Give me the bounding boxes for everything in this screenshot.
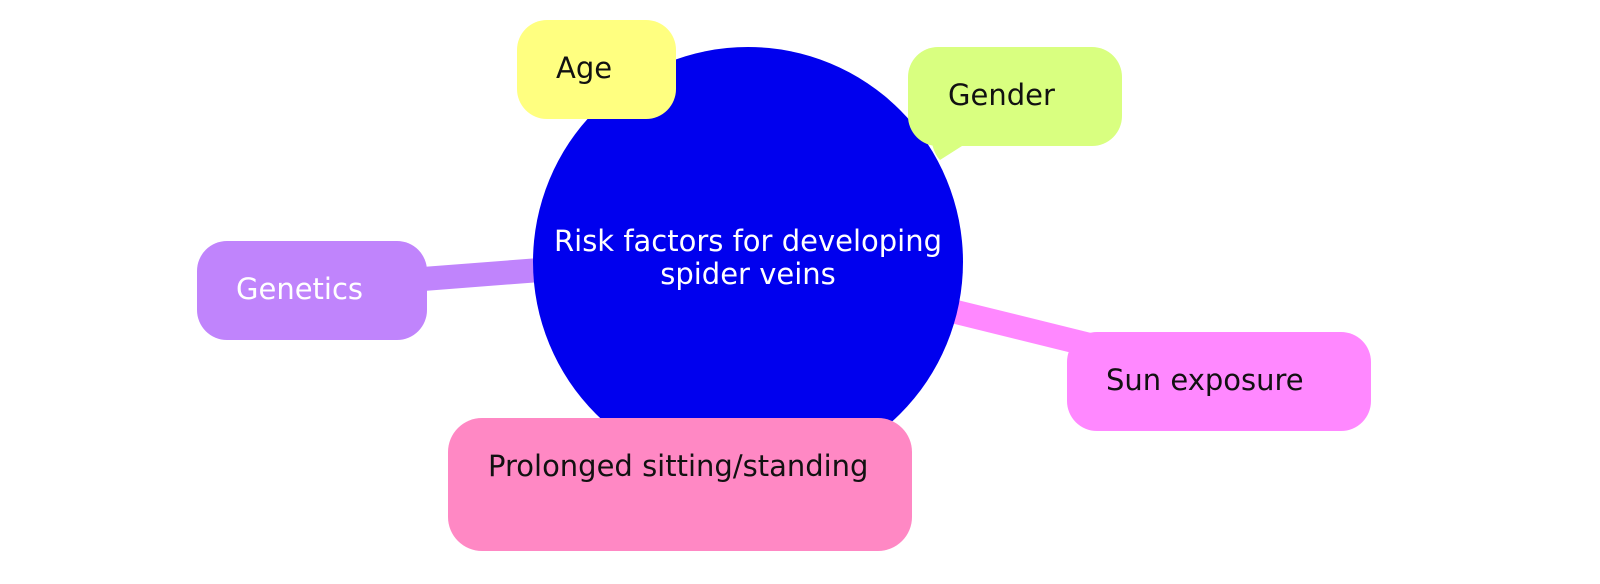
central-topic-line-1: Risk factors for developing <box>554 224 942 258</box>
node-sun-exposure[interactable]: Sun exposure <box>1067 332 1371 431</box>
node-age-label: Age <box>556 51 612 85</box>
node-age[interactable]: Age <box>517 20 676 119</box>
node-gender[interactable]: Gender <box>908 47 1122 146</box>
node-prolonged-label: Prolonged sitting/standing <box>488 449 868 483</box>
node-genetics-label: Genetics <box>236 272 363 306</box>
node-sun-exposure-label: Sun exposure <box>1106 363 1304 397</box>
node-prolonged-sitting-standing[interactable]: Prolonged sitting/standing <box>448 418 912 551</box>
connector-genetics <box>409 258 541 292</box>
node-genetics[interactable]: Genetics <box>197 241 427 340</box>
central-topic-circle[interactable] <box>533 47 963 477</box>
node-gender-label: Gender <box>948 78 1055 112</box>
central-topic-line-2: spider veins <box>660 257 836 291</box>
